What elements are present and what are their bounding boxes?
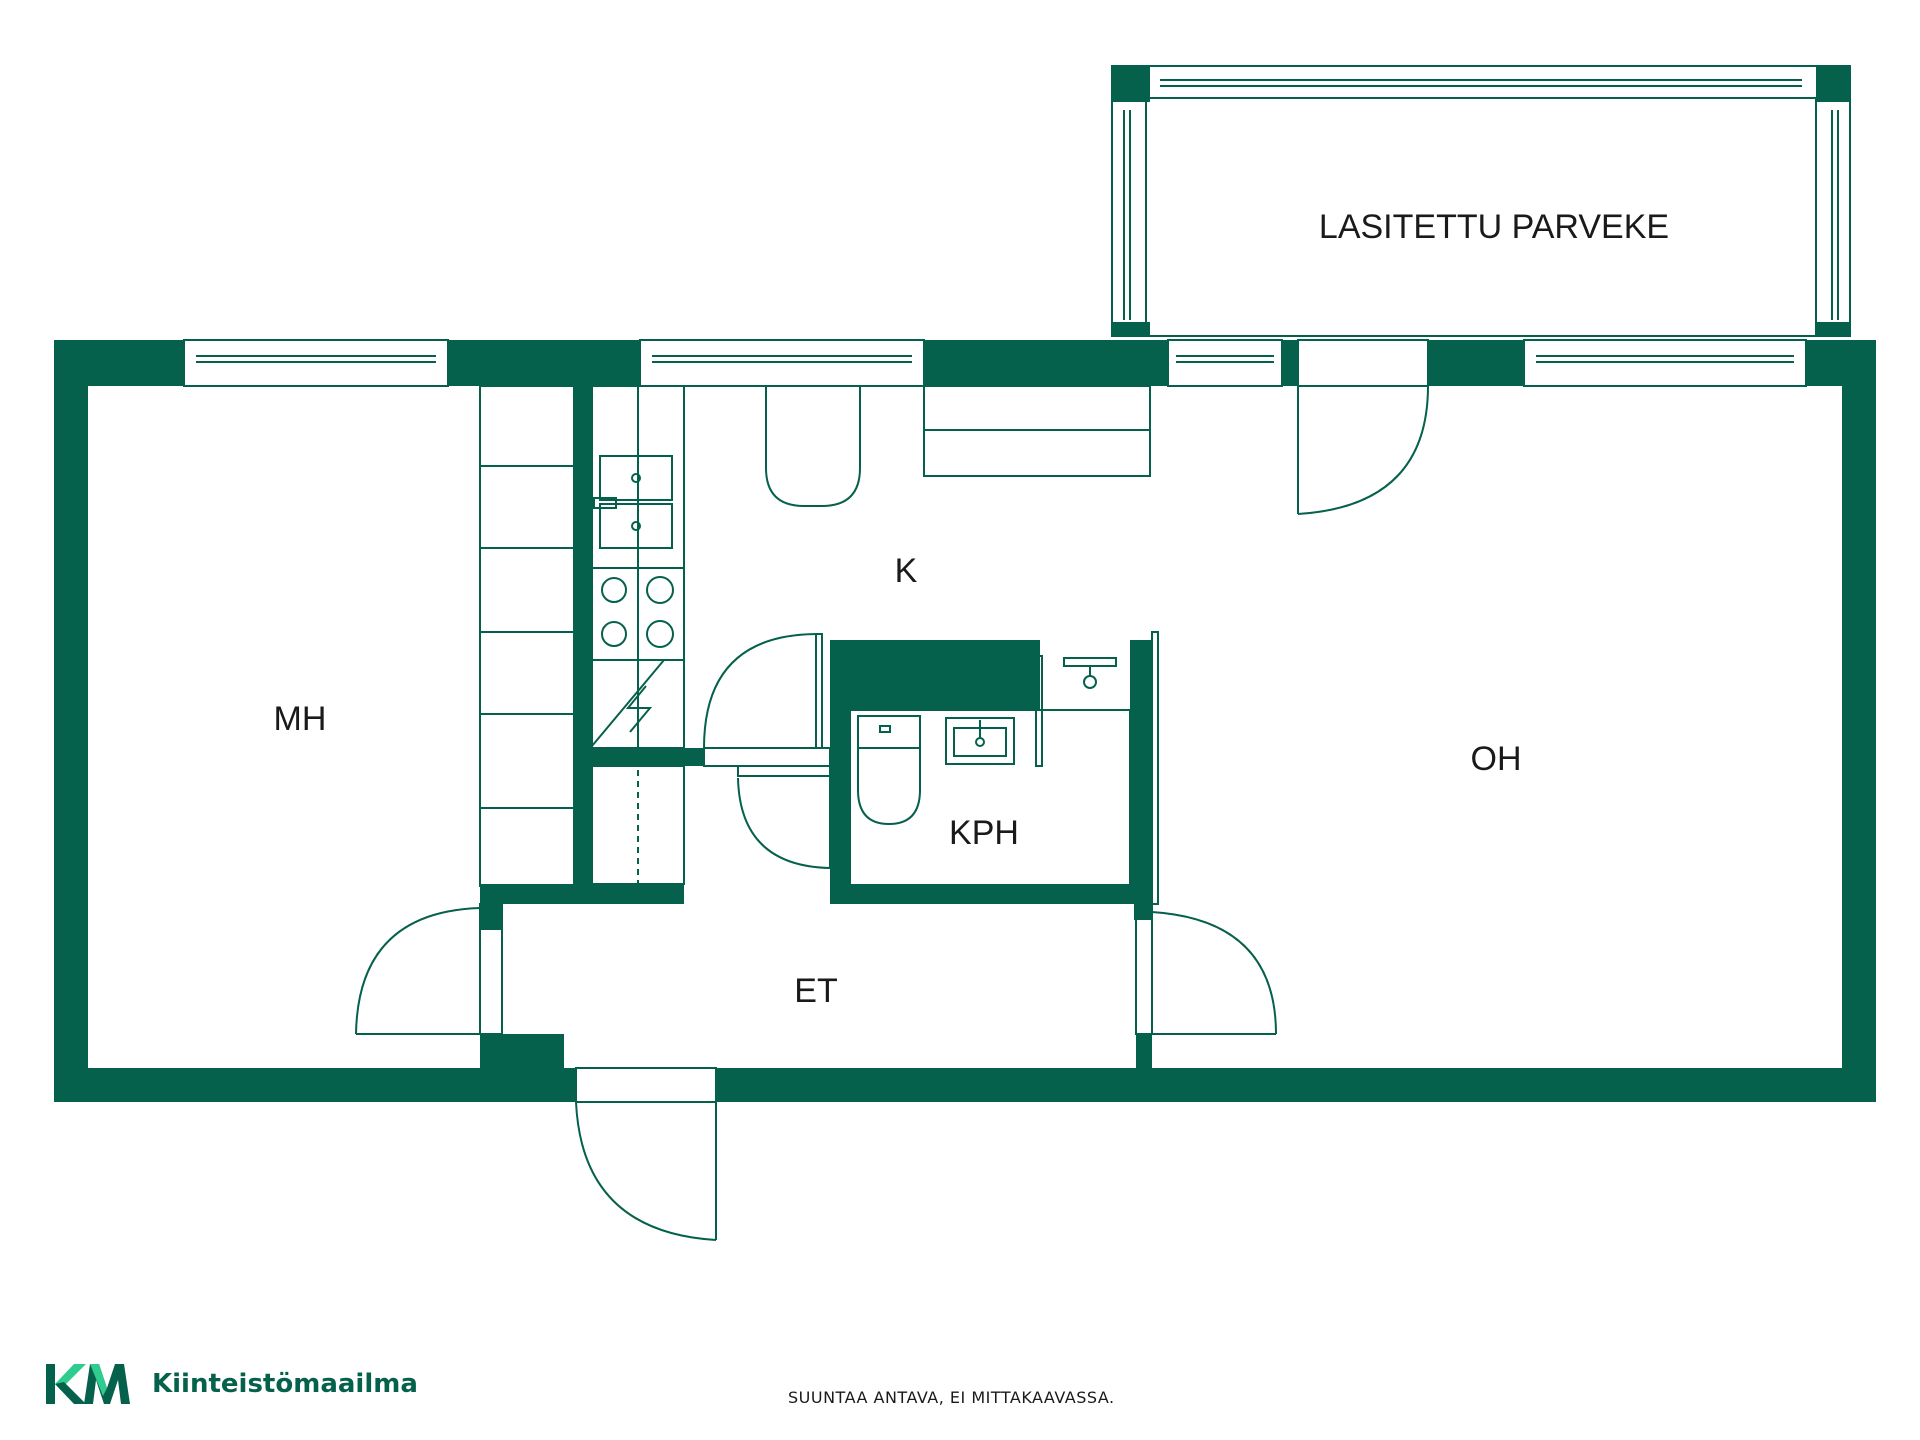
balcony-posts [1112, 66, 1850, 336]
room-label-hall: ET [794, 972, 837, 1010]
kitchen-sink [593, 455, 673, 549]
room-label-bedroom: MH [274, 700, 327, 738]
room-label-balcony: LASITETTU PARVEKE [1319, 208, 1669, 246]
doors [355, 339, 1429, 1241]
kitchen-cabinet [923, 385, 1151, 477]
windows [183, 339, 1807, 387]
electric-symbol [625, 685, 653, 733]
stove [601, 576, 674, 648]
wardrobe [479, 385, 685, 887]
balcony [1111, 65, 1851, 337]
kitchen-counter [591, 385, 685, 749]
interior-walls [480, 386, 1152, 1102]
room-label-bathroom: KPH [949, 814, 1019, 852]
room-label-kitchen: K [895, 552, 918, 590]
disclaimer-text: SUUNTAA ANTAVA, EI MITTAKAAVASSA. [788, 1388, 1115, 1407]
fridge [765, 386, 861, 507]
room-label-living: OH [1471, 740, 1522, 778]
exterior-walls [54, 340, 1876, 1102]
brand-name: Kiinteistömaailma [152, 1369, 418, 1399]
brand-logo: Kiinteistömaailma [44, 1356, 418, 1412]
bathroom-fixtures [849, 631, 1159, 905]
km-logo-icon [46, 1364, 130, 1404]
